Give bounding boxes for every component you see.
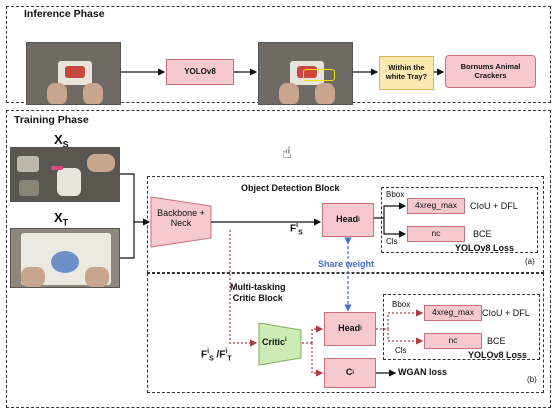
arrow-backbone-critic bbox=[229, 230, 258, 347]
hand-cursor-icon: ☝ bbox=[282, 145, 292, 162]
arrow-xs-backbone bbox=[120, 173, 151, 226]
yolov8-box: YOLOv8 bbox=[166, 59, 234, 85]
odb-bbox-label: Bbox bbox=[386, 190, 405, 199]
arrow-critic-c bbox=[311, 343, 324, 377]
xt-label: XT bbox=[54, 210, 69, 228]
arrow-critic-bbox bbox=[387, 309, 424, 329]
xs-label: XS bbox=[54, 132, 69, 150]
critic-loss-frame bbox=[383, 294, 540, 360]
inference-title: Inference Phase bbox=[24, 8, 105, 20]
arrow-xt-backbone bbox=[120, 222, 135, 259]
result-box: Bornums Animal Crackers bbox=[445, 55, 536, 88]
odb-nc-box: nc bbox=[407, 226, 465, 242]
arrow-odb-bbox bbox=[383, 202, 407, 218]
arrow-critic-head bbox=[311, 325, 324, 343]
critic-nc-box: nc bbox=[424, 333, 482, 349]
training-frame bbox=[6, 110, 551, 408]
source-image-xs bbox=[10, 147, 120, 202]
fs-label: FiS bbox=[290, 222, 303, 237]
critic-yolo-loss: YOLOv8 Loss bbox=[468, 350, 528, 360]
inference-output-image bbox=[258, 42, 353, 105]
odb-tag: (a) bbox=[525, 257, 535, 266]
critic-nc-loss: BCE bbox=[487, 336, 506, 346]
odb-reg-box: 4xreg_max bbox=[407, 198, 465, 214]
critic-bbox-label: Bbox bbox=[392, 300, 411, 309]
backbone-neck-shape bbox=[150, 196, 212, 248]
odb-yolo-loss: YOLOv8 Loss bbox=[455, 243, 515, 253]
target-image-xt bbox=[10, 228, 120, 288]
critic-reg-box: 4xreg_max bbox=[424, 305, 482, 321]
odb-reg-loss: CIoU + DFL bbox=[470, 201, 518, 211]
odb-nc-loss: BCE bbox=[473, 229, 492, 239]
critic-cls-label: Cls bbox=[395, 346, 407, 355]
fs-ft-label: FiS /FiT bbox=[201, 348, 232, 363]
critic-reg-loss: CIoU + DFL bbox=[482, 308, 530, 318]
tray-question-box: Within the white Tray? bbox=[379, 56, 434, 90]
training-title: Training Phase bbox=[14, 114, 89, 126]
critic-tag: (b) bbox=[527, 375, 537, 384]
critic-shape bbox=[258, 322, 302, 366]
odb-loss-frame bbox=[381, 187, 538, 253]
critic-label: Critici bbox=[262, 337, 287, 347]
critic-block-title: Multi-tasking Critic Block bbox=[230, 282, 286, 303]
odb-cls-label: Cls bbox=[386, 237, 398, 246]
object-detection-block-title: Object Detection Block bbox=[241, 183, 340, 193]
arrow-odb-cls bbox=[383, 218, 407, 238]
inference-input-image bbox=[26, 42, 121, 105]
backbone-neck-label: Backbone + Neck bbox=[157, 208, 205, 229]
wgan-loss: WGAN loss bbox=[398, 367, 448, 377]
arrow-critic-cls bbox=[387, 329, 424, 345]
